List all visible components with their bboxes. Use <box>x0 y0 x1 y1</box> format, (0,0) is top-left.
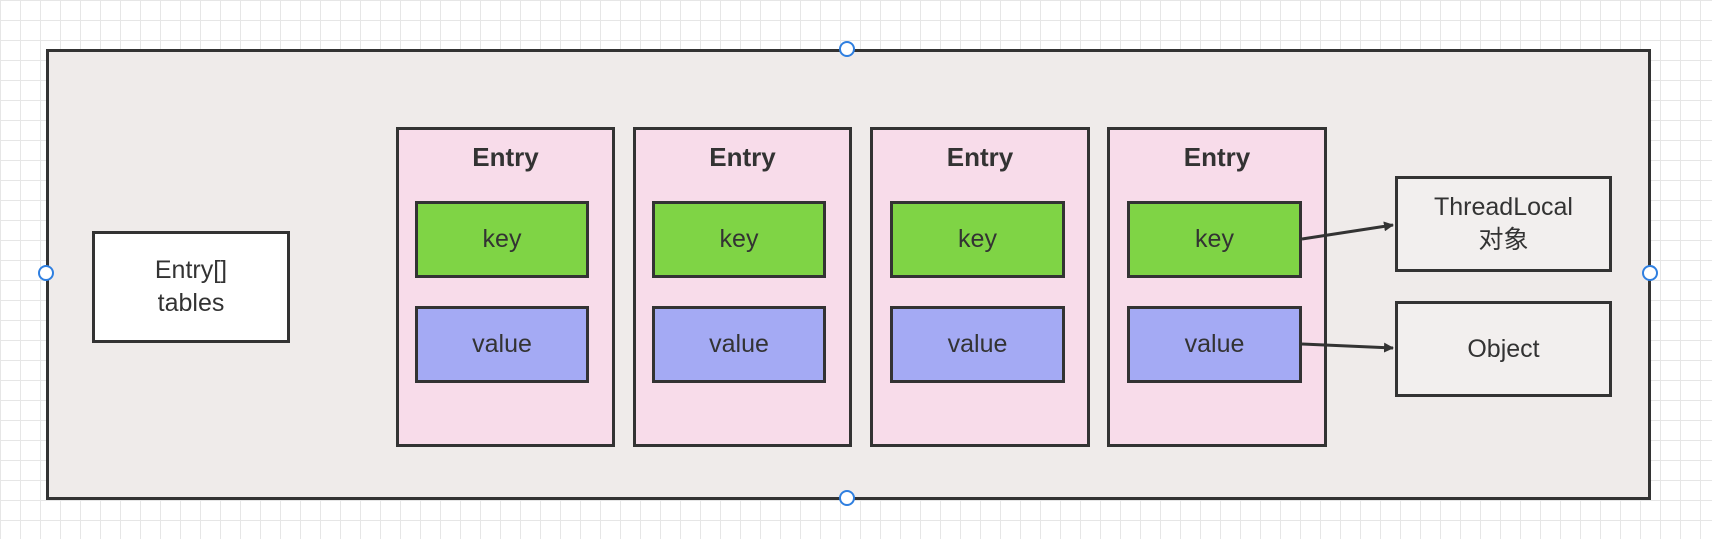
key-label: key <box>958 225 997 253</box>
entry-array-label: Entry[] tables <box>154 256 228 317</box>
entry-box[interactable]: Entry <box>870 127 1090 447</box>
entry-box[interactable]: Entry <box>396 127 615 447</box>
entry-box[interactable]: Entry <box>1107 127 1327 447</box>
entry-array-box[interactable]: Entry[] tables <box>92 231 290 343</box>
resize-handle-right[interactable] <box>1642 265 1658 281</box>
value-to-object-arrow[interactable] <box>1301 342 1394 353</box>
resize-handle-bottom[interactable] <box>839 490 855 506</box>
key-label: key <box>719 225 759 253</box>
threadlocal-object-label: ThreadLocal 对象 <box>1434 193 1573 254</box>
entry-title: Entry <box>1183 142 1251 172</box>
value-label: value <box>472 330 532 358</box>
entry-title: Entry <box>709 142 776 172</box>
key-label: key <box>482 225 522 253</box>
value-box[interactable]: value <box>1127 306 1302 383</box>
value-label: value <box>709 330 769 358</box>
entry-title: Entry <box>946 142 1014 172</box>
object-box[interactable]: Object <box>1395 301 1612 397</box>
key-label: key <box>1195 225 1234 253</box>
resize-handle-top[interactable] <box>839 41 855 57</box>
entry-title: Entry <box>472 142 539 172</box>
value-label: value <box>1184 330 1245 358</box>
key-box[interactable]: key <box>415 201 589 278</box>
key-box[interactable]: key <box>890 201 1065 278</box>
value-box[interactable]: value <box>890 306 1065 383</box>
threadlocal-object-box[interactable]: ThreadLocal 对象 <box>1395 176 1612 272</box>
value-box[interactable]: value <box>415 306 589 383</box>
key-box[interactable]: key <box>1127 201 1302 278</box>
resize-handle-left[interactable] <box>38 265 54 281</box>
object-label: Object <box>1467 334 1540 363</box>
key-to-threadlocal-arrow[interactable] <box>1301 221 1394 241</box>
value-box[interactable]: value <box>652 306 826 383</box>
value-label: value <box>947 330 1008 358</box>
entry-box[interactable]: Entry <box>633 127 852 447</box>
key-box[interactable]: key <box>652 201 826 278</box>
